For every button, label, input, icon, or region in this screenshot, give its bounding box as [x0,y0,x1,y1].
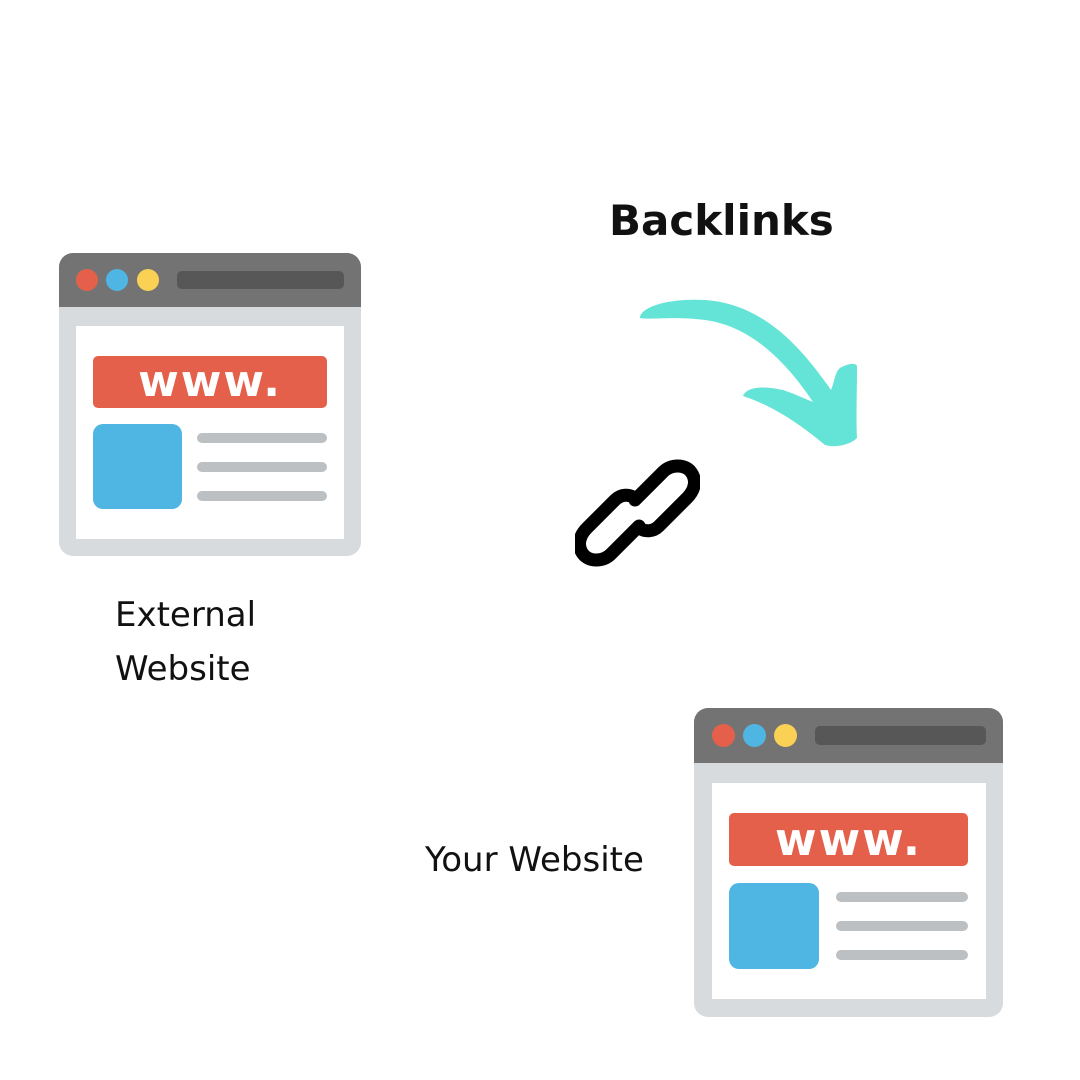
your-website-browser-icon: www. [694,708,1003,1017]
browser-page: www. [712,783,986,999]
maximize-dot-icon [137,269,159,291]
browser-titlebar [59,253,361,307]
curved-arrow-icon [640,299,857,447]
your-website-label: Your Website [425,840,644,880]
chain-link-icon [575,459,700,567]
address-bar [815,726,986,745]
www-banner: www. [729,813,968,866]
image-placeholder [93,424,182,509]
text-line [197,433,327,443]
external-website-label: External Website [115,588,256,696]
text-line [197,462,327,472]
text-line [836,921,968,931]
image-placeholder [729,883,819,969]
address-bar [177,271,344,289]
close-dot-icon [712,724,735,747]
browser-page: www. [76,326,344,539]
text-line [197,491,327,501]
text-line [836,892,968,902]
label-line-1: External [115,595,257,635]
diagram-title: Backlinks [609,196,834,245]
text-line [836,950,968,960]
minimize-dot-icon [743,724,766,747]
external-website-browser-icon: www. [59,253,361,556]
maximize-dot-icon [774,724,797,747]
minimize-dot-icon [106,269,128,291]
close-dot-icon [76,269,98,291]
browser-titlebar [694,708,1003,763]
label-line-2: Website [115,649,251,689]
www-banner: www. [93,356,327,408]
